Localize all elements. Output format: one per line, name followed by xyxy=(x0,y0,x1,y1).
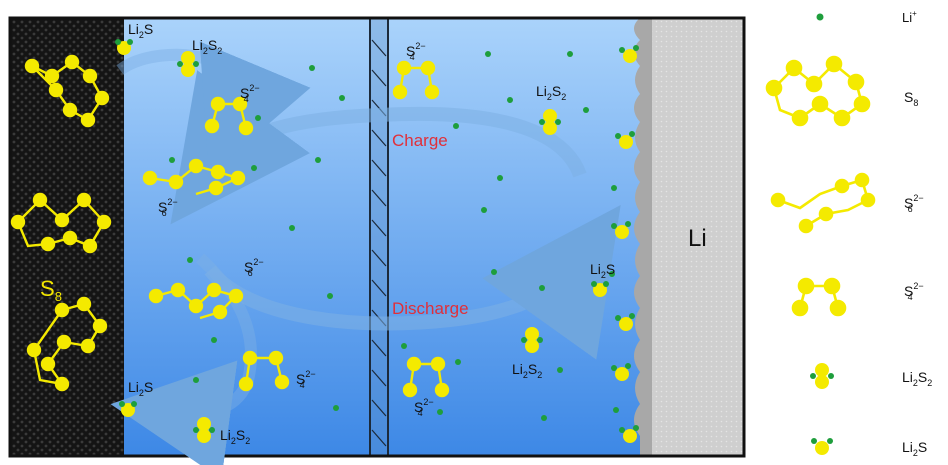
legend: Li+ S8 S2−6 S2−4 Li2S2 Li2S xyxy=(765,9,932,458)
s6-molecule xyxy=(142,158,246,196)
lithium-anode xyxy=(652,18,744,456)
s8-molecule xyxy=(26,296,108,392)
li2s-molecule xyxy=(119,401,137,417)
legend-li-ion-swatch xyxy=(816,13,824,21)
li2s-molecule xyxy=(115,39,133,55)
s6-molecule xyxy=(148,282,244,320)
legend-li2s2-label: Li2S2 xyxy=(902,369,932,388)
legend-li2s-swatch xyxy=(811,438,833,455)
label-li2s2: Li2S2 xyxy=(512,361,542,380)
label-li2s: Li2S xyxy=(590,261,615,280)
separator xyxy=(369,18,389,456)
li2s-molecule xyxy=(591,281,609,297)
legend-s4-label: S2−4 xyxy=(904,281,924,302)
legend-s8-swatch xyxy=(765,55,871,127)
label-s4: S2−4 xyxy=(406,41,426,62)
li2s2-molecule xyxy=(539,109,561,135)
legend-li-ion-label: Li+ xyxy=(902,9,917,25)
s4-molecule xyxy=(238,350,290,392)
li2s2-molecule xyxy=(177,51,199,77)
s4-molecule xyxy=(392,60,440,100)
label-li2s2: Li2S2 xyxy=(220,427,250,446)
lithium-ions xyxy=(169,51,619,421)
cell-border xyxy=(8,16,746,458)
label-li2s: Li2S xyxy=(128,21,153,40)
label-s4: S2−4 xyxy=(296,369,316,390)
legend-s4-swatch xyxy=(791,277,847,317)
s8-molecule xyxy=(10,192,112,254)
label-li2s2: Li2S2 xyxy=(536,83,566,102)
charge-label: Charge xyxy=(392,131,448,150)
label-li2s: Li2S xyxy=(128,379,153,398)
legend-li2s2-swatch xyxy=(810,363,834,389)
legend-s6-swatch xyxy=(770,172,876,234)
s4-molecule xyxy=(204,96,254,136)
label-s6: S2−6 xyxy=(244,257,264,278)
label-s6: S2−6 xyxy=(158,197,178,218)
li2s2-molecule xyxy=(521,327,543,353)
cathode-s8-label: S8 xyxy=(40,276,62,304)
li2s-deposits xyxy=(611,45,639,443)
discharge-arrow xyxy=(204,205,621,360)
discharge-label: Discharge xyxy=(392,299,469,318)
label-s4: S2−4 xyxy=(240,83,260,104)
anode-label: Li xyxy=(688,225,707,252)
label-s4: S2−4 xyxy=(414,397,434,418)
legend-li2s-label: Li2S xyxy=(902,439,927,458)
legend-s6-label: S2−6 xyxy=(904,193,924,214)
reduction-arrow-bottom xyxy=(110,253,258,465)
li2s2-molecule xyxy=(193,417,215,443)
label-li2s2: Li2S2 xyxy=(192,37,222,56)
s8-molecule xyxy=(24,54,110,128)
s4-molecule xyxy=(402,356,450,398)
legend-s8-label: S8 xyxy=(904,89,918,108)
